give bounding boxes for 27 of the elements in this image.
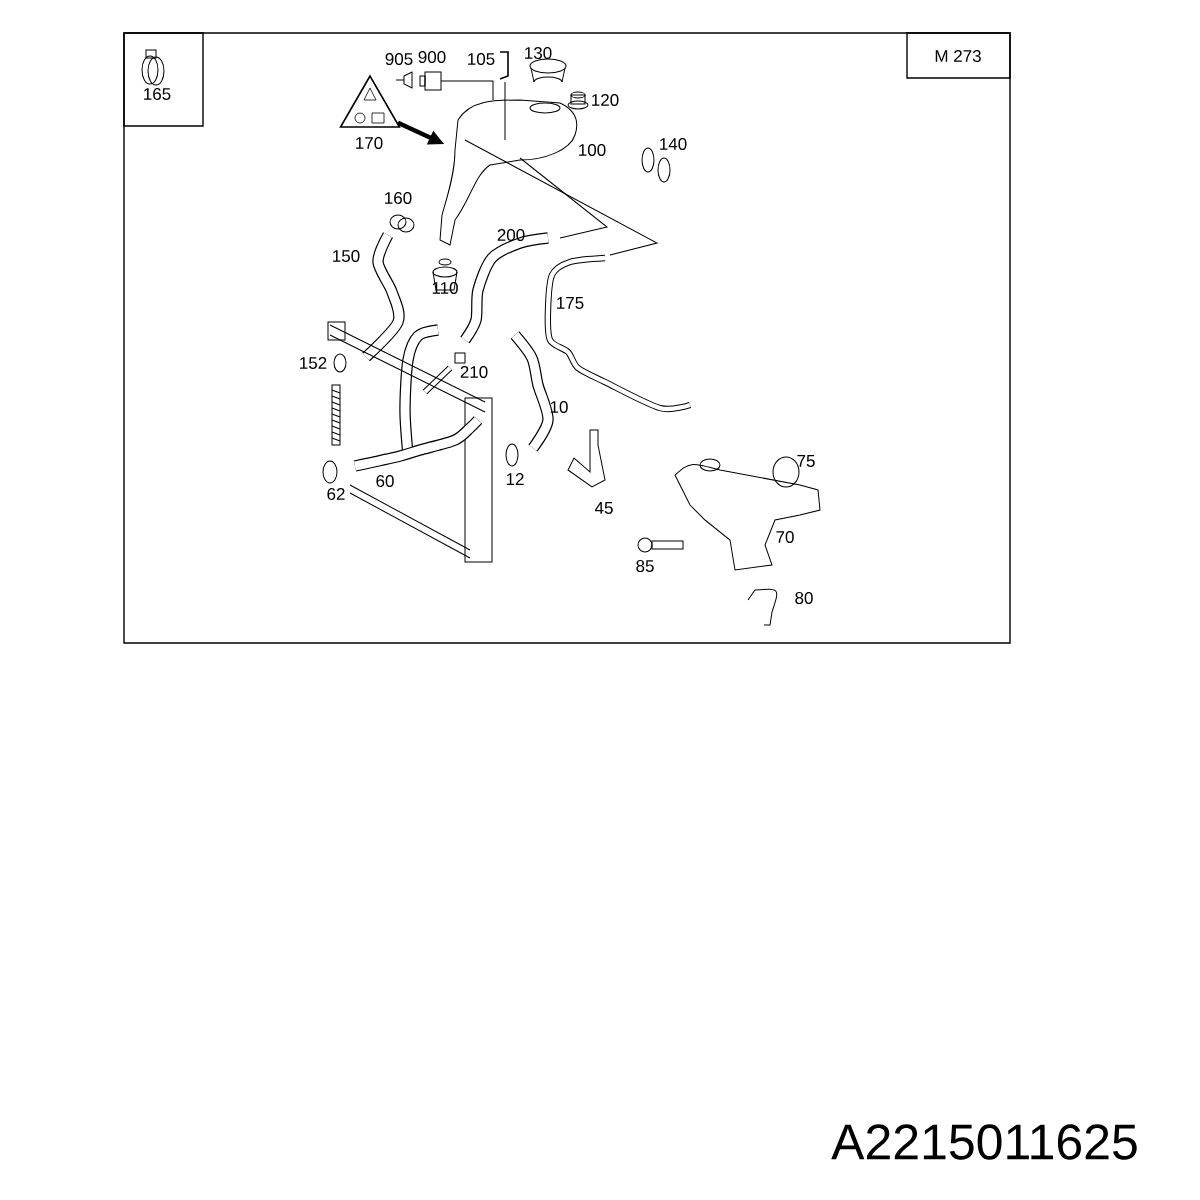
callout-number: 80 xyxy=(795,592,813,604)
callout-number: 152 xyxy=(300,357,327,369)
callout-number: 140 xyxy=(660,138,687,150)
callout-number: 120 xyxy=(592,94,619,106)
engine-code-box: M 273 xyxy=(906,32,1011,79)
callout-number: 150 xyxy=(333,250,360,262)
callout-number: 130 xyxy=(525,47,552,59)
callout-number: 175 xyxy=(557,297,584,309)
callout-number: 210 xyxy=(460,366,488,378)
callout-number: 900 xyxy=(418,51,446,63)
callout-number: 10 xyxy=(550,401,568,413)
callout-number: 45 xyxy=(594,502,613,514)
callout-number: 75 xyxy=(797,455,815,467)
callout-number: 100 xyxy=(579,144,606,156)
callout-number: 200 xyxy=(497,229,525,241)
callout-number: 160 xyxy=(385,192,412,204)
callout-number: 62 xyxy=(327,488,345,500)
part-number: A2215011625 xyxy=(831,1124,1137,1160)
callout-number: 60 xyxy=(376,475,394,487)
callout-number: 70 xyxy=(776,531,794,543)
callout-number: 85 xyxy=(636,560,654,572)
callout-number: 12 xyxy=(506,473,524,485)
callout-number: 905 xyxy=(385,53,413,65)
callout-number: 170 xyxy=(356,137,383,149)
callout-number: 105 xyxy=(468,53,495,65)
inset-box: 165 xyxy=(123,32,204,127)
callout-number: 110 xyxy=(432,282,458,294)
